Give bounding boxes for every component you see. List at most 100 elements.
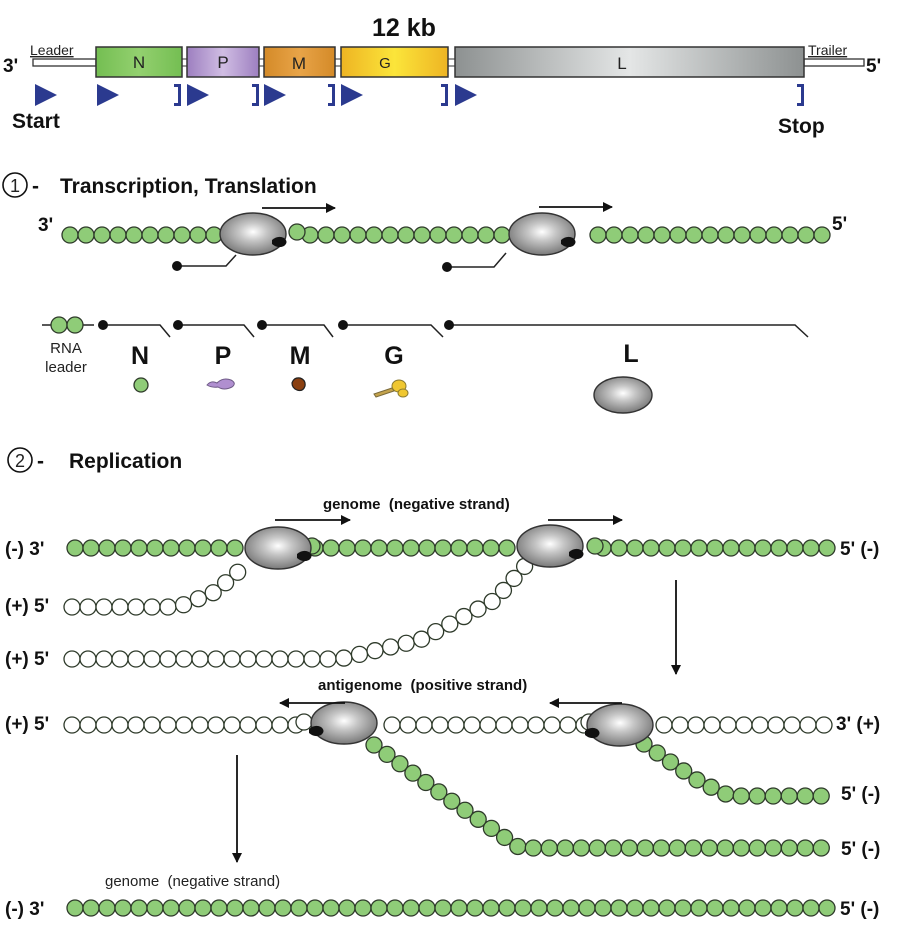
antigenome-bead (412, 630, 431, 648)
nucleocapsid-bead (445, 226, 463, 244)
rna-leader-bead (50, 316, 68, 334)
genome-bead (82, 539, 100, 557)
genome-bead (610, 899, 628, 917)
antigenome-bead (671, 716, 689, 734)
row6-right-label: 5' (-) (841, 839, 880, 860)
mrna-cap-icon (173, 320, 183, 330)
genome-bead (732, 787, 750, 805)
m-protein-icon (291, 377, 306, 392)
section-transcription-translation: 1 - Transcription, Translation 3' 5' RNA… (2, 172, 847, 414)
step-title-dash: - (37, 450, 44, 473)
genome-bead (652, 839, 670, 857)
start-signal-icon (341, 84, 363, 106)
genome-bead (717, 785, 735, 803)
row7-right-label: 5' (-) (840, 899, 879, 920)
genome-bead (722, 539, 740, 557)
genome-bead (642, 539, 660, 557)
l-protein-icon (593, 376, 653, 414)
nucleocapsid-bead (685, 226, 703, 244)
antigenome-bead (175, 716, 193, 734)
genome-bead (370, 539, 388, 557)
nucleocapsid-bead (733, 226, 751, 244)
step-number-badge (2, 172, 28, 198)
genome-strand-label: genome (negative strand) (323, 496, 510, 513)
mrna-transcripts (98, 320, 809, 338)
antigenome-bead (239, 716, 257, 734)
section2-polymerases (244, 515, 654, 747)
l-polymerase-icon (516, 524, 584, 568)
genome-bead (146, 539, 164, 557)
genome-bead (130, 539, 148, 557)
genome-bead (146, 899, 164, 917)
antigenome-bead (204, 584, 222, 602)
genome-bead (162, 539, 180, 557)
nucleocapsid-bead (781, 226, 799, 244)
antigenome-bead (415, 716, 433, 734)
antigenome-bead (815, 716, 833, 734)
antigenome-bead (295, 713, 313, 731)
genome-bead (706, 539, 724, 557)
mrna-cap-icon (98, 320, 108, 330)
genome-bead (716, 839, 734, 857)
row5-right-label: 5' (-) (841, 784, 880, 805)
genome-bead (786, 539, 804, 557)
nucleocapsid-bead (317, 226, 335, 244)
antigenome-bead (783, 716, 801, 734)
antigenome-bead (335, 649, 353, 667)
section1-strand-right-label: 5' (832, 214, 847, 235)
genome-bead (688, 771, 706, 789)
genome-bead (322, 899, 340, 917)
nucleocapsid-bead (288, 223, 306, 241)
antigenome-bead (559, 716, 577, 734)
genome-bead (178, 899, 196, 917)
stop-signal-icon (797, 84, 804, 106)
start-signal-icon (264, 84, 286, 106)
genome-bead (594, 899, 612, 917)
antigenome-strand-label: antigenome (positive strand) (318, 677, 527, 694)
genome-bead (194, 899, 212, 917)
antigenome-bead (175, 650, 193, 668)
nucleocapsid-bead (749, 226, 767, 244)
gene-label-l: L (617, 54, 626, 73)
stop-signal-icon (328, 84, 335, 106)
genome-bead (482, 819, 501, 838)
mrna-label-g: G (384, 342, 403, 370)
mrna-line (178, 324, 255, 338)
genome-bead (498, 899, 516, 917)
antigenome-bead (143, 650, 161, 668)
genome-bead (642, 899, 660, 917)
antigenome-bead (319, 650, 337, 668)
antigenome-bead (751, 716, 769, 734)
intergenic-gl (447, 58, 456, 67)
antigenome-bead (111, 650, 129, 668)
genome-bead (588, 839, 606, 857)
p-cofactor-icon (309, 725, 324, 737)
nucleocapsid-bead (493, 226, 511, 244)
genome-bead (404, 764, 422, 782)
antigenome-bead (383, 716, 401, 734)
antigenome-bead (255, 650, 273, 668)
genome-bead (495, 828, 514, 847)
genome-bead (658, 539, 676, 557)
step-title-dash: - (32, 175, 39, 198)
section2-strands (63, 537, 836, 917)
antigenome-bead (223, 716, 241, 734)
stop-signal-icon (441, 84, 448, 106)
genome-bead (754, 539, 772, 557)
leader-region (32, 58, 97, 67)
mrna-cap-icon (257, 320, 267, 330)
genome-bead (322, 539, 340, 557)
antigenome-bead (431, 716, 449, 734)
genome-bead (466, 899, 484, 917)
genome-bead (690, 899, 708, 917)
antigenome-bead (143, 716, 161, 734)
row3-left-label: (+) 5' (5, 649, 49, 670)
antigenome-bead (255, 716, 273, 734)
stop-signal-icon (252, 84, 259, 106)
antigenome-bead (174, 596, 193, 614)
row2-left-label: (+) 5' (5, 596, 49, 617)
antigenome-bead (95, 650, 113, 668)
mrna-cap-icon (442, 262, 452, 272)
genome-size-label: 12 kb (372, 14, 436, 42)
l-polymerase-icon (244, 526, 312, 570)
